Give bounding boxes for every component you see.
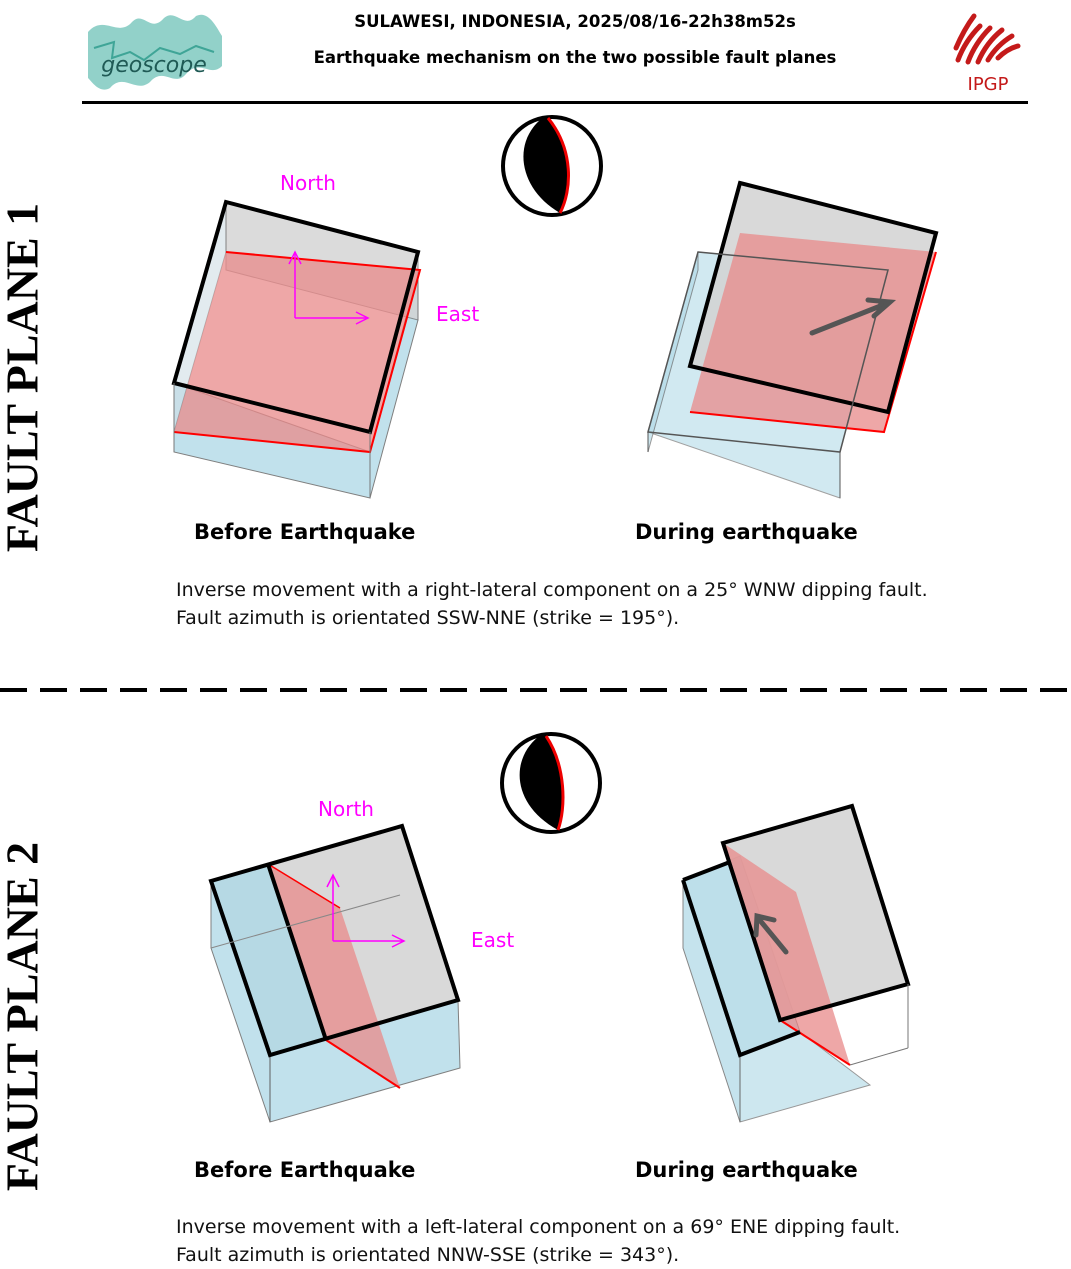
beachball-1-icon bbox=[501, 115, 603, 217]
slip-arrow-2-icon bbox=[753, 912, 789, 955]
beachball-2-icon bbox=[500, 732, 602, 834]
north-label-2: North bbox=[318, 797, 374, 821]
description-1-line-1: Inverse movement with a right-lateral co… bbox=[176, 579, 928, 601]
page-subtitle: Earthquake mechanism on the two possible… bbox=[313, 48, 837, 67]
geoscope-logo-text: geoscope bbox=[101, 53, 206, 78]
before-label-2: Before Earthquake bbox=[194, 1158, 416, 1182]
geoscope-logo: geoscope bbox=[84, 8, 226, 96]
north-label-1: North bbox=[280, 171, 336, 195]
header-rule bbox=[82, 101, 1028, 104]
before-block-1 bbox=[171, 199, 422, 499]
east-label-1: East bbox=[436, 302, 479, 326]
east-label-2: East bbox=[471, 928, 514, 952]
compass-2 bbox=[326, 873, 406, 948]
before-block-2 bbox=[208, 823, 461, 1123]
during-label-1: During earthquake bbox=[635, 520, 858, 544]
panel-1-diagram: North East bbox=[0, 110, 1071, 510]
fault-plane-1-before bbox=[174, 252, 420, 452]
before-label-1: Before Earthquake bbox=[194, 520, 416, 544]
during-block-2 bbox=[681, 803, 911, 1123]
fault-plane-2-before bbox=[268, 864, 400, 1088]
page-title: SULAWESI, INDONESIA, 2025/08/16-22h38m52… bbox=[354, 12, 796, 31]
ipgp-logo: IPGP bbox=[950, 4, 1026, 96]
slip-arrow-1-icon bbox=[809, 297, 897, 336]
description-2-line-1: Inverse movement with a left-lateral com… bbox=[176, 1216, 901, 1238]
panel-2-diagram: North East bbox=[0, 730, 1071, 1130]
during-label-2: During earthquake bbox=[635, 1158, 858, 1182]
description-1-line-2: Fault azimuth is orientated SSW-NNE (str… bbox=[176, 607, 680, 629]
section-divider bbox=[0, 688, 1071, 692]
ipgp-logo-text: IPGP bbox=[968, 74, 1009, 95]
compass-1 bbox=[288, 250, 370, 325]
during-block-1 bbox=[647, 180, 939, 499]
description-2-line-2: Fault azimuth is orientated NNW-SSE (str… bbox=[176, 1244, 680, 1266]
